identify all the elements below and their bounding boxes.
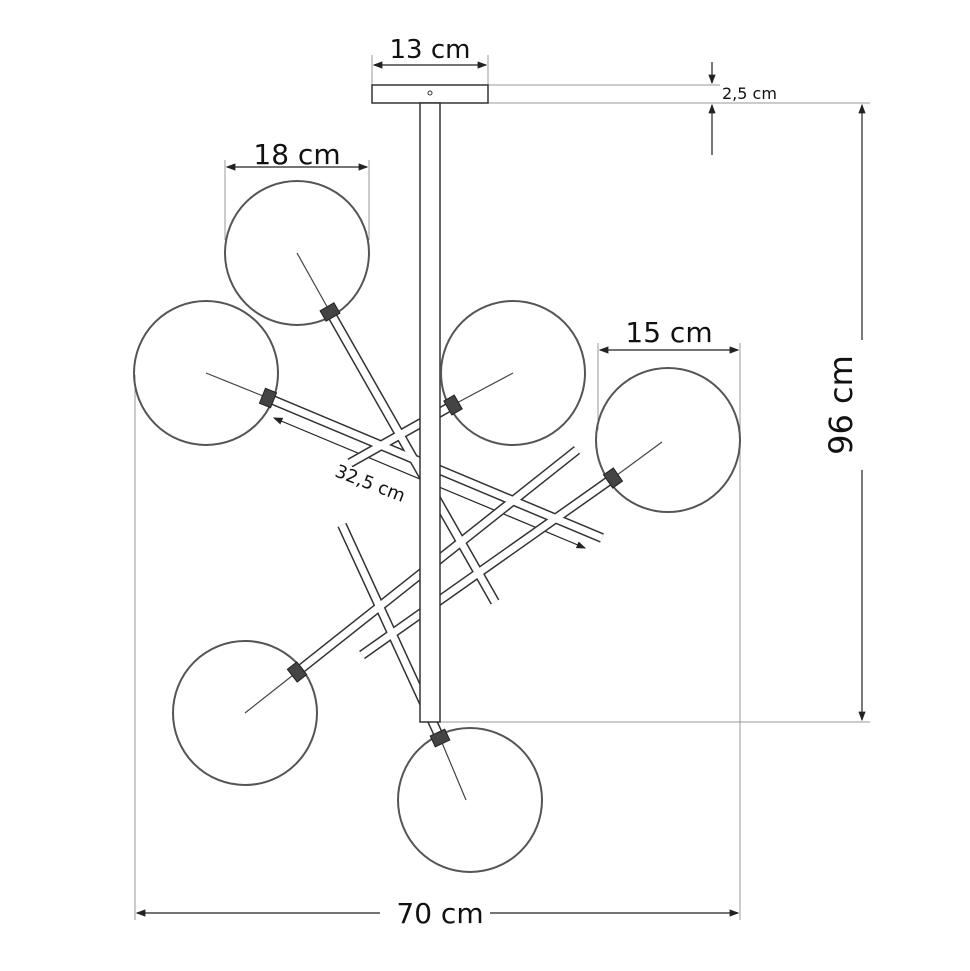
bulbs	[205, 252, 663, 801]
globe	[133, 300, 279, 446]
canopy-height-label: 2,5 cm	[722, 84, 777, 103]
extension-lines	[134, 55, 870, 920]
canopy	[371, 84, 489, 104]
total-width-label: 70 cm	[396, 897, 483, 930]
large-globe-label: 18 cm	[253, 138, 340, 171]
globes	[133, 180, 741, 873]
globe	[595, 367, 741, 513]
canopy-screw-icon	[427, 90, 433, 96]
globe	[440, 300, 586, 446]
total-height-label: 96 cm	[822, 355, 860, 455]
arm-length-label: 32,5 cm	[332, 461, 408, 507]
sockets	[258, 302, 624, 748]
globe	[172, 640, 318, 786]
small-globe-label: 15 cm	[625, 316, 712, 349]
central-pole	[419, 102, 441, 723]
canopy-width-label: 13 cm	[390, 35, 471, 65]
globe	[397, 727, 543, 873]
globe	[224, 180, 370, 326]
